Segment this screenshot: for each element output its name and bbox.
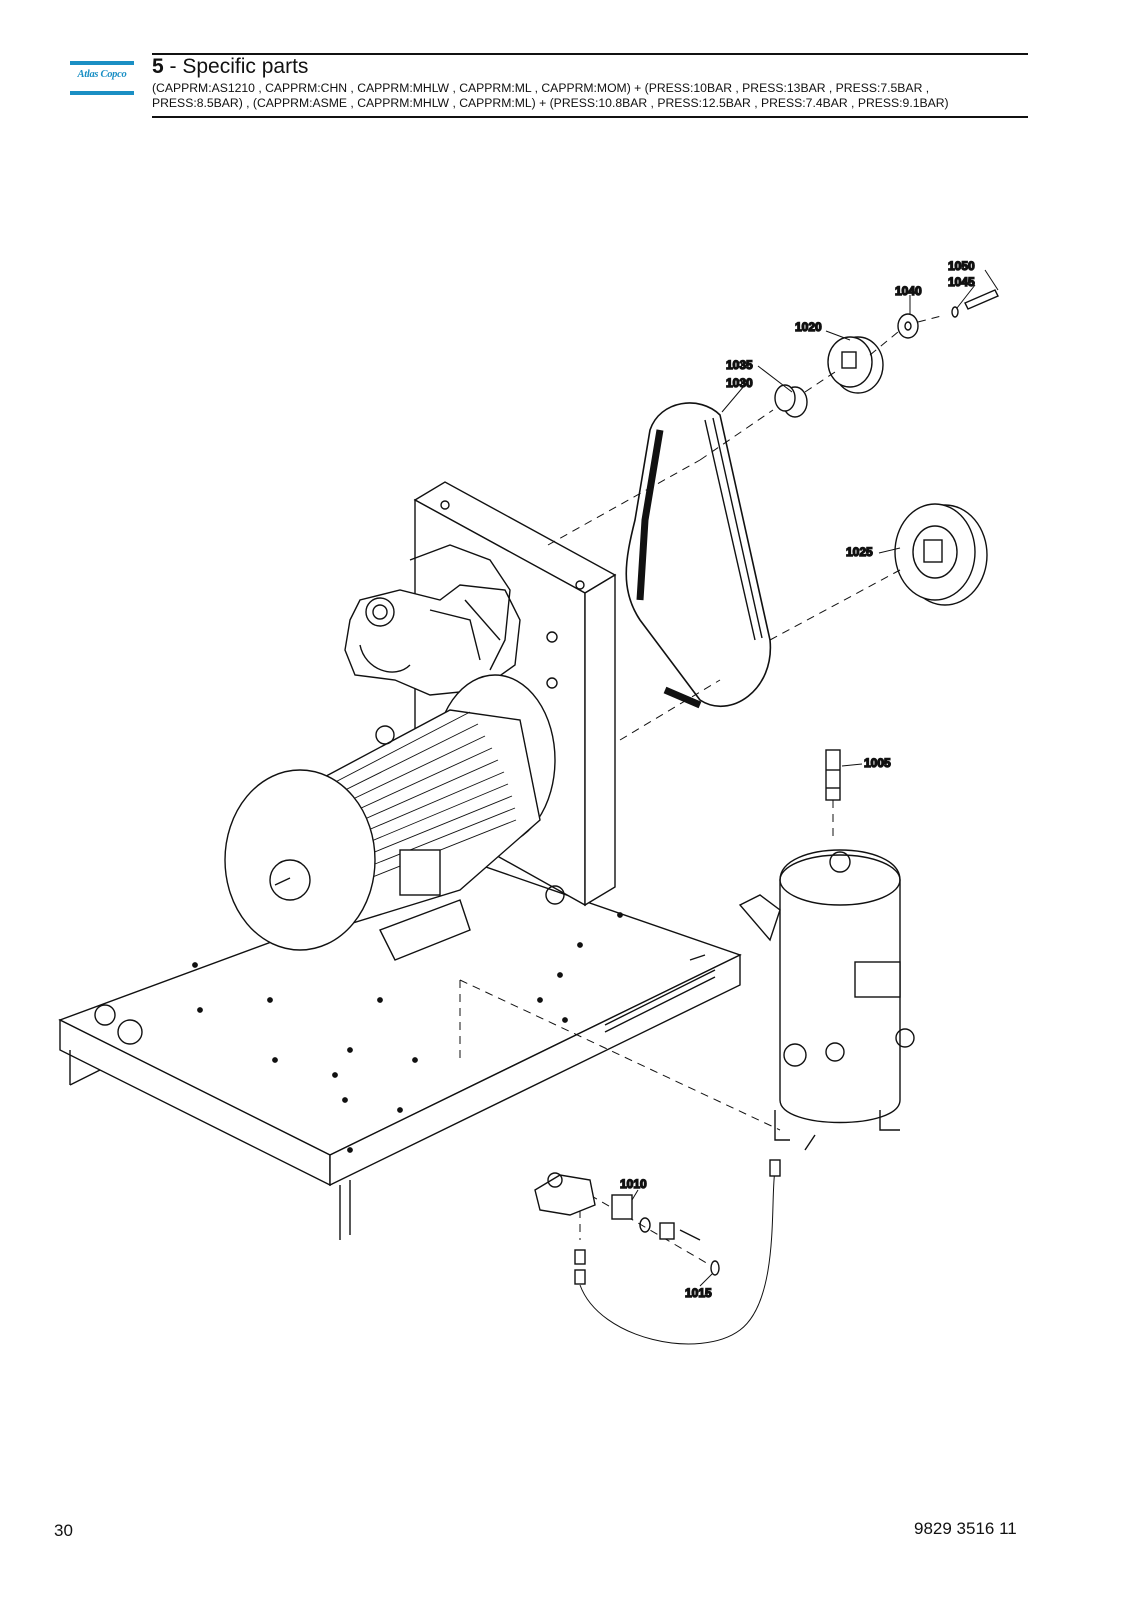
callout-1010: 1010 (620, 1177, 647, 1191)
callout-1030: 1030 (726, 376, 753, 390)
washer-1040 (897, 313, 919, 339)
callout-1015: 1015 (685, 1286, 712, 1300)
electric-motor (224, 674, 556, 961)
callout-1040: 1040 (895, 284, 922, 298)
callout-1045: 1045 (948, 275, 975, 289)
callout-1035: 1035 (726, 358, 753, 372)
logo-bar-bottom (70, 91, 134, 95)
conditions-line-2: PRESS:8.5BAR) , (CAPPRM:ASME , CAPPRM:MH… (152, 96, 949, 110)
atlas-copco-logo: Atlas Copco (70, 61, 134, 95)
header-rule-top (152, 53, 1028, 55)
section-conditions: (CAPPRM:AS1210 , CAPPRM:CHN , CAPPRM:MHL… (152, 81, 1032, 111)
section-title-text: - Specific parts (163, 55, 309, 78)
document-number: 9829 3516 11 (914, 1519, 1017, 1538)
base-frame (58, 864, 742, 1240)
logo-bar-top (70, 61, 134, 65)
callout-1020: 1020 (795, 320, 822, 334)
section-number: 5 (152, 55, 164, 78)
callout-1050: 1050 (948, 259, 975, 273)
section-title: 5 - Specific parts (152, 55, 308, 79)
leader-lines (631, 269, 999, 1287)
compressor-element (344, 544, 521, 696)
v-belt (625, 402, 772, 709)
logo-text: Atlas Copco (77, 69, 127, 80)
motor-pulley-1025 (894, 503, 988, 606)
page-number: 30 (54, 1521, 73, 1540)
conditions-line-1: (CAPPRM:AS1210 , CAPPRM:CHN , CAPPRM:MHL… (152, 81, 930, 95)
air-receiver (738, 849, 915, 1151)
drain-valve-assembly (534, 1159, 781, 1345)
header-rule-bottom (152, 116, 1028, 118)
compressor-pulley-1020 (827, 336, 884, 394)
assembly-lines (459, 314, 946, 1266)
callout-1005: 1005 (864, 756, 891, 770)
taper-bush-1035 (774, 384, 808, 418)
callout-1025: 1025 (846, 545, 873, 559)
bolt-1050 (951, 289, 999, 318)
safety-valve-1005 (825, 749, 841, 801)
